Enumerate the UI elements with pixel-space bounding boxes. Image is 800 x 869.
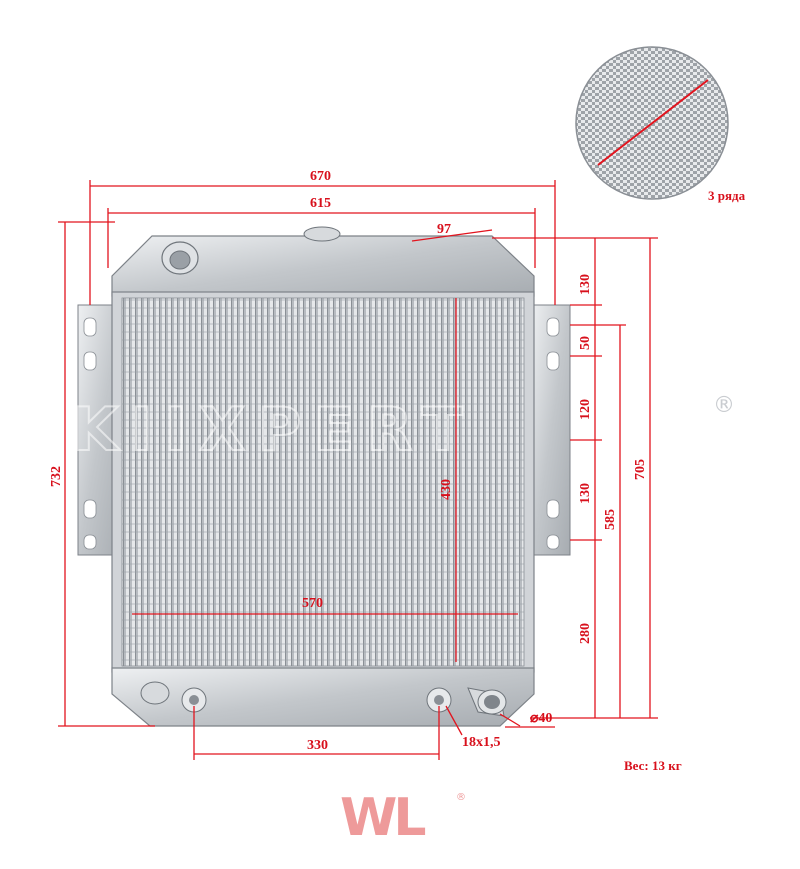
dim-570: 570	[302, 596, 323, 611]
dim-430: 430	[439, 479, 454, 500]
dim-18x15: 18x1,5	[462, 735, 501, 750]
dim-120: 120	[578, 399, 593, 420]
bracket-slot	[546, 534, 560, 550]
dim-330: 330	[307, 738, 328, 753]
core-detail-inset	[575, 46, 729, 200]
filler-cap	[303, 226, 341, 242]
dim-585: 585	[603, 509, 618, 530]
dim-97: 97	[437, 222, 451, 237]
dim-615: 615	[310, 196, 331, 211]
dim-280: 280	[578, 623, 593, 644]
dim-732: 732	[49, 466, 64, 487]
core-fins	[121, 297, 525, 667]
dim-670: 670	[310, 169, 331, 184]
bracket-slot	[546, 499, 560, 519]
dim-40: ⌀40	[530, 711, 552, 726]
watermark-registered-icon: ®	[713, 393, 735, 418]
inset-caption: 3 ряда	[708, 188, 746, 203]
bracket-slot	[546, 351, 560, 371]
bottom-tank	[111, 667, 535, 727]
bracket-slot	[83, 317, 97, 337]
dimension-lines	[58, 180, 658, 760]
bracket-slot	[83, 499, 97, 519]
dim-130-mid: 130	[578, 483, 593, 504]
watermark-text: KIIXPERT	[72, 395, 475, 465]
bracket-slot	[83, 351, 97, 371]
drain-plug	[140, 681, 170, 705]
dim-130-top: 130	[578, 274, 593, 295]
logo-registered-icon: ®	[456, 792, 466, 803]
dim-50: 50	[578, 336, 593, 350]
dimension-labels: 670 615 97 570 330 18x1,5 ⌀40 430 732 70…	[49, 169, 648, 753]
bracket-slot	[546, 317, 560, 337]
bracket-slot	[83, 534, 97, 550]
radiator	[77, 226, 571, 727]
weight-label: Вес: 13 кг	[624, 758, 682, 773]
wl-logo: WL	[340, 788, 426, 848]
dim-705: 705	[633, 459, 648, 480]
